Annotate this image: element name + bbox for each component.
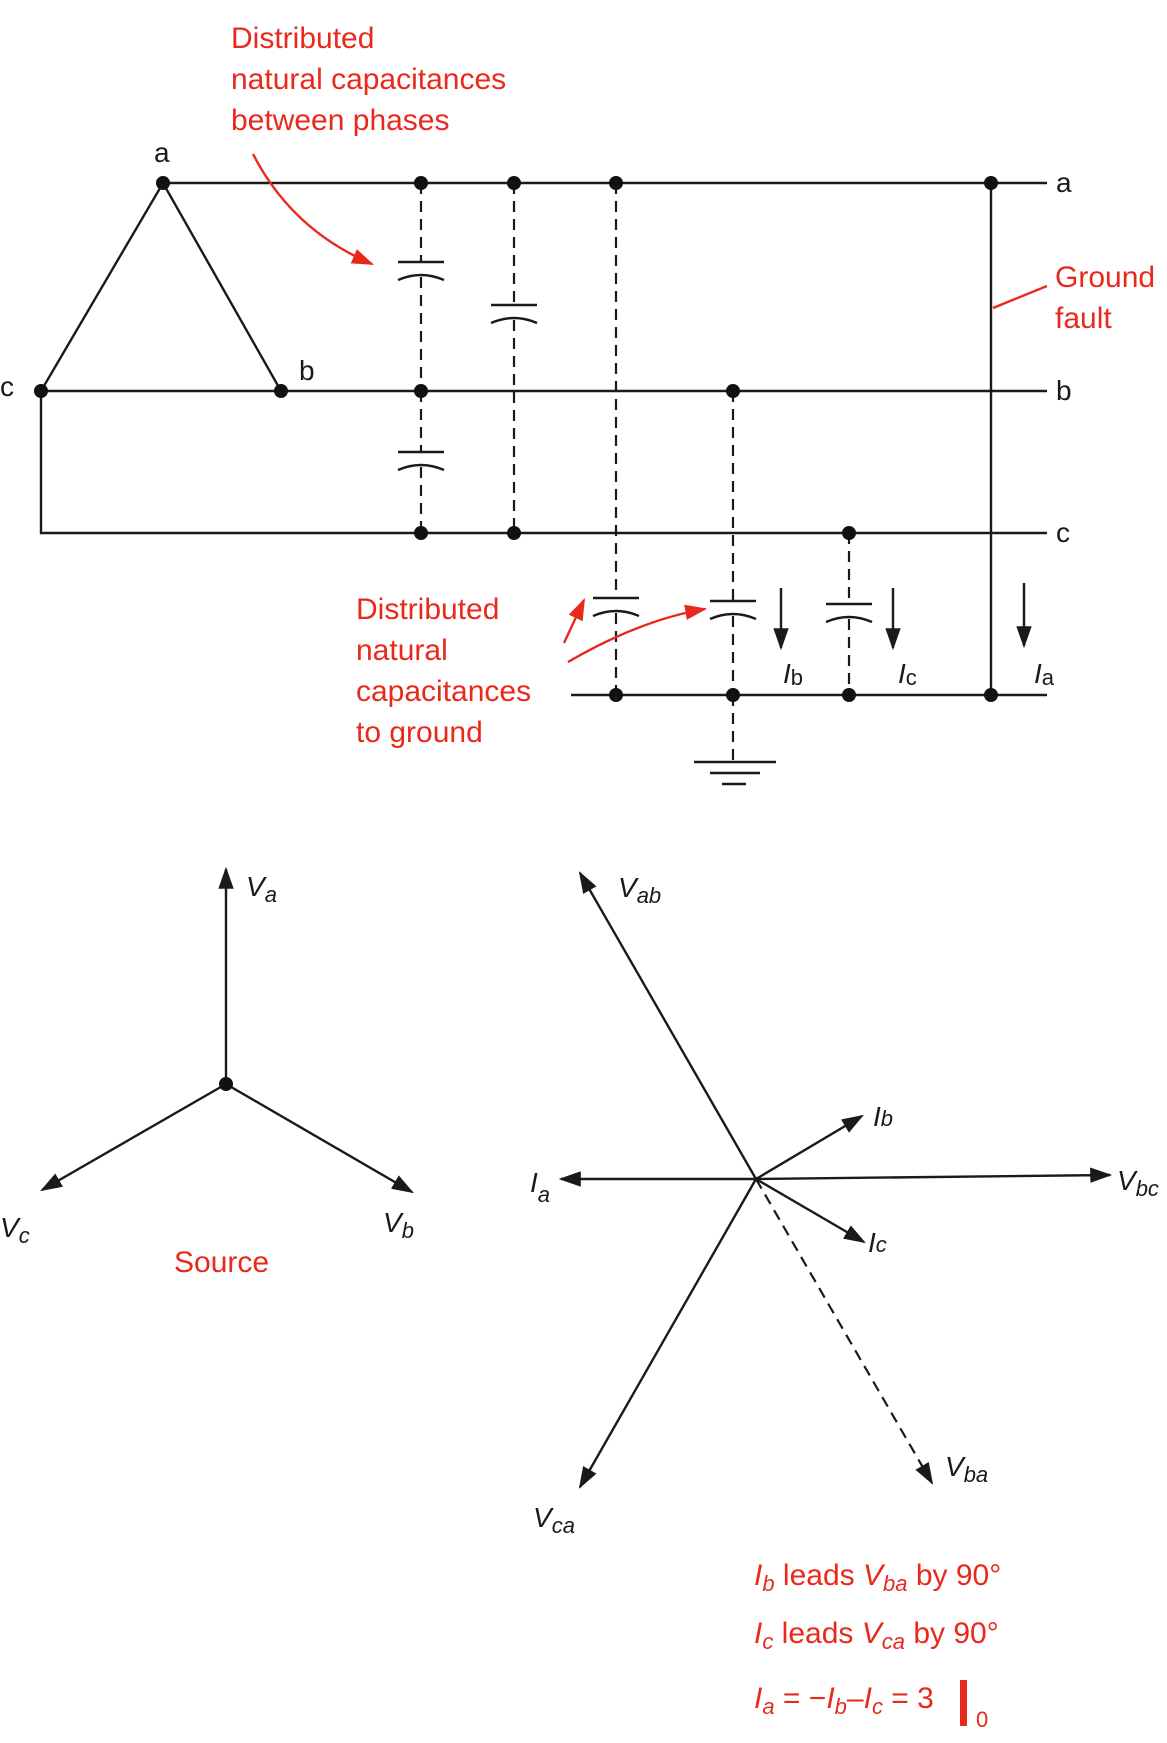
label-vab: Vab — [618, 872, 661, 908]
phasor-vbc — [755, 1167, 1113, 1183]
svg-text:Ground: Ground — [1055, 261, 1155, 294]
label-va: Va — [246, 871, 277, 907]
label-ic: Ic — [868, 1227, 887, 1258]
annotation-phase-capacitances: Distributed natural capacitances between… — [231, 22, 506, 266]
capacitor-b-c — [397, 391, 445, 533]
current-label-ib: Ib — [783, 658, 803, 690]
fault-phasor-diagram: Vab Vbc Vba Vca Ia Ib Ic — [530, 871, 1159, 1538]
source-label-a: a — [154, 137, 170, 168]
label-vc: Vc — [0, 1212, 30, 1248]
svg-text:Distributed: Distributed — [356, 593, 499, 626]
svg-text:natural capacitances: natural capacitances — [231, 63, 506, 96]
current-label-ia: Ia — [1034, 658, 1055, 690]
phasor-vca — [578, 1178, 758, 1489]
capacitor-c-ground — [825, 533, 873, 695]
angle-bar — [960, 1680, 967, 1726]
phasor-ib — [755, 1114, 864, 1181]
ground-symbol — [694, 695, 776, 786]
phasor-vb — [225, 1082, 414, 1194]
equation-ib-leads: Ib leads Vba by 90° — [754, 1559, 1001, 1596]
svg-text:Distributed: Distributed — [231, 22, 374, 55]
label-vca: Vca — [533, 1502, 575, 1538]
capacitor-a-ground — [592, 183, 640, 695]
equation-ic-leads: Ic leads Vca by 90° — [754, 1617, 999, 1654]
source-label-c: c — [0, 371, 14, 402]
capacitor-a-c — [490, 183, 538, 533]
label-vb: Vb — [383, 1207, 414, 1243]
phasor-ic — [755, 1177, 866, 1244]
label-vba: Vba — [945, 1451, 988, 1487]
phasor-vc — [40, 1082, 227, 1192]
source-phasor-origin — [219, 1077, 233, 1091]
phasor-vba — [755, 1178, 934, 1485]
label-ia: Ia — [530, 1167, 550, 1207]
line-label-a: a — [1056, 167, 1072, 198]
capacitor-b-ground — [709, 391, 757, 695]
line-label-b: b — [1056, 375, 1072, 406]
svg-text:natural: natural — [356, 634, 448, 667]
annotation-ground-capacitances: Distributed natural capacitances to grou… — [356, 593, 708, 749]
label-ib: Ib — [873, 1101, 893, 1132]
equation-ia-sum: Ia = −Ib–Ic = 3 — [754, 1682, 934, 1719]
svg-text:fault: fault — [1055, 302, 1112, 335]
svg-text:to ground: to ground — [356, 716, 483, 749]
angle-value: 0 — [976, 1707, 988, 1732]
annotation-ground-fault: Ground fault — [992, 261, 1155, 335]
current-label-ic: Ic — [898, 658, 917, 690]
label-vbc: Vbc — [1117, 1165, 1159, 1201]
capacitor-a-b — [397, 183, 445, 391]
junction-dots — [34, 176, 998, 702]
line-label-c: c — [1056, 517, 1070, 548]
svg-text:capacitances: capacitances — [356, 675, 531, 708]
phasor-vab — [578, 871, 758, 1180]
source-delta — [39, 180, 421, 535]
circuit: a b c a b c Ib Ic Ia Distributed natural… — [0, 22, 1155, 786]
equations: Ib leads Vba by 90° Ic leads Vca by 90° … — [754, 1559, 1001, 1732]
svg-text:between phases: between phases — [231, 104, 450, 137]
caption-source: Source — [174, 1246, 269, 1279]
source-label-b: b — [299, 355, 315, 386]
source-phasor-diagram: Va Vb Vc Source — [0, 866, 414, 1279]
